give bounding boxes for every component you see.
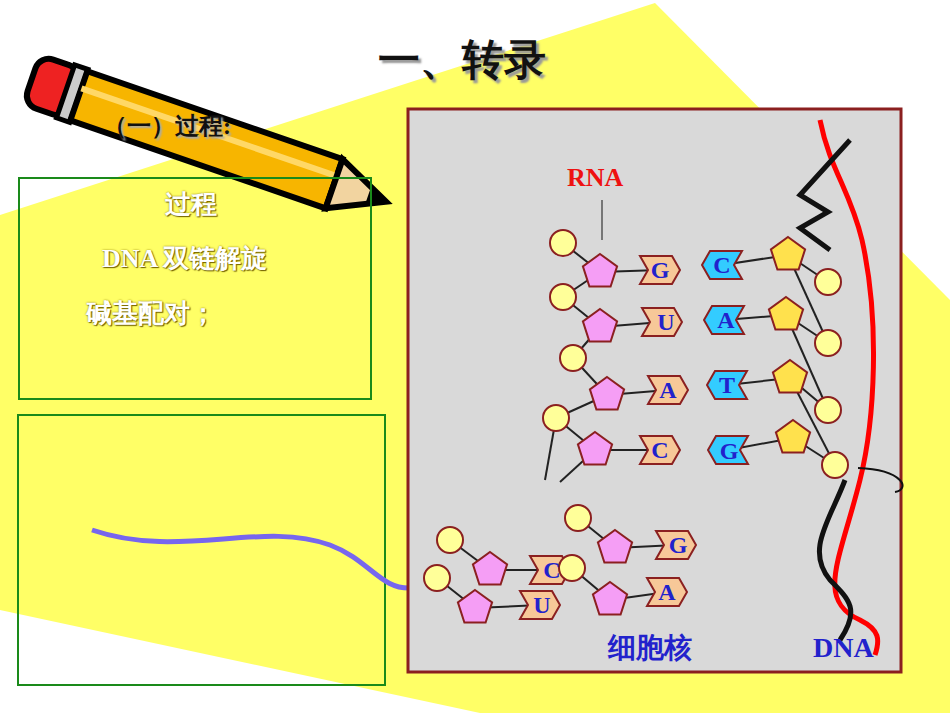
nucleus-label: 细胞核: [608, 634, 692, 662]
ribose-sugar: [473, 552, 507, 585]
deoxyribose-sugar: [773, 360, 807, 393]
base-letter: C: [651, 438, 668, 462]
yellow-ground: [0, 3, 950, 713]
phosphate-group: [815, 330, 841, 356]
base-shape: [520, 591, 560, 619]
rna-label: RNA: [567, 165, 623, 191]
base-shape: [708, 436, 748, 464]
base-shape: [642, 308, 682, 336]
rna-leader-line: [601, 200, 603, 240]
process-box: 过程 DNA 双链解旋碱基配对；: [18, 177, 372, 400]
base-letter: C: [543, 558, 560, 582]
base-letter: U: [657, 310, 674, 334]
slide-title: 一、转录: [378, 32, 546, 88]
box-heading: 过程: [165, 187, 217, 222]
base-letter: A: [658, 580, 675, 604]
base-shape: [640, 436, 680, 464]
phosphate-group: [565, 505, 591, 531]
phosphate-group: [822, 452, 848, 478]
base-shape: [707, 371, 747, 399]
phosphate-group: [543, 405, 569, 431]
base-letter: C: [713, 253, 730, 277]
ribose-sugar: [583, 254, 617, 287]
section-label: （一）过程:: [103, 114, 231, 138]
pencil-tip: [326, 159, 395, 226]
nucleotides: [424, 230, 848, 623]
base-letter: T: [719, 373, 735, 397]
nucleus-panel: [408, 109, 901, 672]
base-shape: [647, 578, 687, 606]
pencil-highlight: [81, 88, 336, 176]
phosphate-group: [424, 565, 450, 591]
base-shape: [648, 376, 688, 404]
box-text: 碱基配对；: [86, 296, 216, 331]
phosphate-group: [560, 345, 586, 371]
pencil-lead: [365, 187, 389, 210]
ribose-sugar: [598, 530, 632, 563]
ribose-sugar: [583, 309, 617, 342]
base-letter: A: [659, 378, 676, 402]
dna-label: DNA: [813, 634, 874, 662]
base-shape: [656, 531, 696, 559]
phosphate-group: [815, 269, 841, 295]
phosphate-group: [815, 397, 841, 423]
base-letter: U: [533, 593, 550, 617]
phosphate-group: [437, 527, 463, 553]
phosphate-group: [550, 230, 576, 256]
ribose-sugar: [593, 582, 627, 615]
base-shape: [640, 256, 680, 284]
box-text: DNA 双链解旋: [102, 241, 267, 276]
base-letter: G: [651, 258, 670, 282]
deoxyribose-sugar: [769, 297, 803, 330]
deoxyribose-sugar: [776, 420, 810, 453]
base-letter: A: [717, 308, 734, 332]
dna-end: [858, 468, 903, 492]
phosphate-group: [550, 284, 576, 310]
green-box: [18, 415, 385, 685]
base-shape: [704, 306, 744, 334]
purple-curve: [92, 530, 412, 588]
pencil-body: [70, 71, 342, 208]
ribose-sugar: [578, 432, 612, 465]
deoxyribose-sugar: [771, 237, 805, 270]
base-shape: [702, 251, 742, 279]
pencil: [22, 53, 395, 228]
base-letter: G: [669, 533, 688, 557]
ribose-sugar: [458, 590, 492, 623]
dna-coding-strand: [800, 140, 851, 640]
phosphate-group: [559, 555, 585, 581]
base-letter: G: [720, 439, 739, 463]
ribose-sugar: [590, 377, 624, 410]
